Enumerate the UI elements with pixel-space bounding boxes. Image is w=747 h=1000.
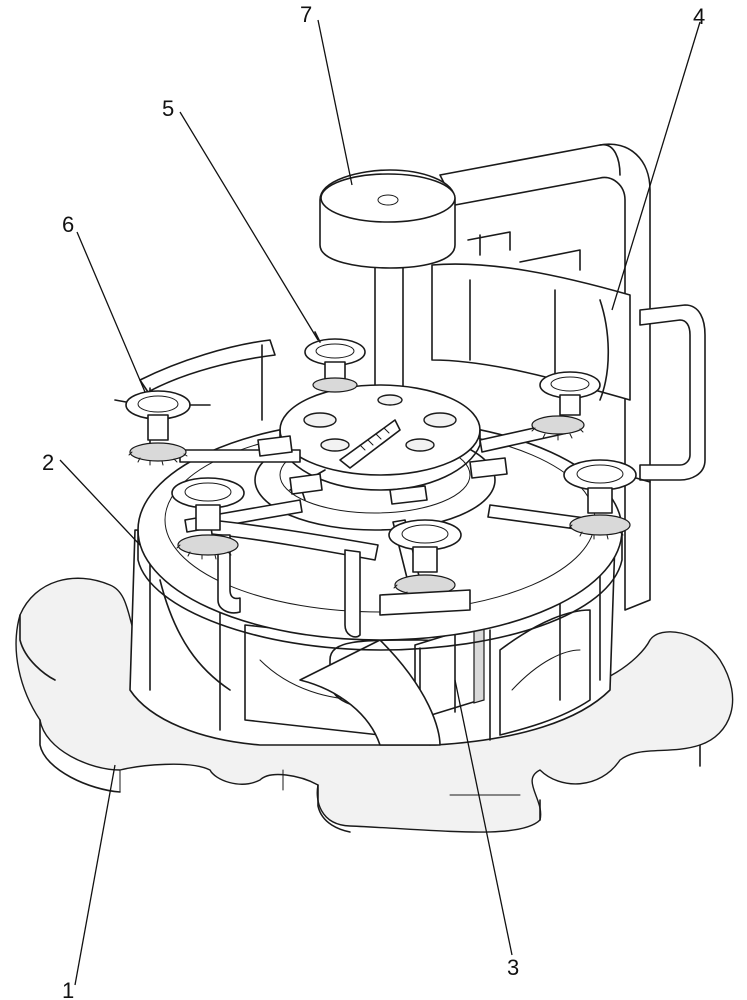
part-label-2: 2 xyxy=(42,450,54,475)
holder-ring-right xyxy=(563,459,651,540)
leader-6 xyxy=(76,231,146,393)
curved-chute xyxy=(431,231,631,401)
leader-5 xyxy=(179,111,319,341)
holder-ring-5 xyxy=(304,331,366,393)
leader-2 xyxy=(59,459,141,546)
holder-ring-6 xyxy=(114,390,211,466)
part-label-6: 6 xyxy=(62,212,74,237)
part-label-1: 1 xyxy=(62,978,74,1000)
leader-4 xyxy=(611,21,701,311)
part-label-3: 3 xyxy=(507,955,519,980)
holder-ring-front xyxy=(379,519,471,616)
leader-7 xyxy=(317,19,353,186)
guide-rails xyxy=(139,339,379,638)
part-label-7: 7 xyxy=(300,2,312,27)
holder-ring-back-right xyxy=(531,371,601,441)
part-label-4: 4 xyxy=(693,4,705,29)
part-label-5: 5 xyxy=(162,96,174,121)
leader-3 xyxy=(454,679,513,956)
leader-1 xyxy=(74,764,116,986)
leader-lines xyxy=(59,19,701,986)
holder-ring-left-front xyxy=(171,477,245,560)
support-frame xyxy=(439,143,706,611)
